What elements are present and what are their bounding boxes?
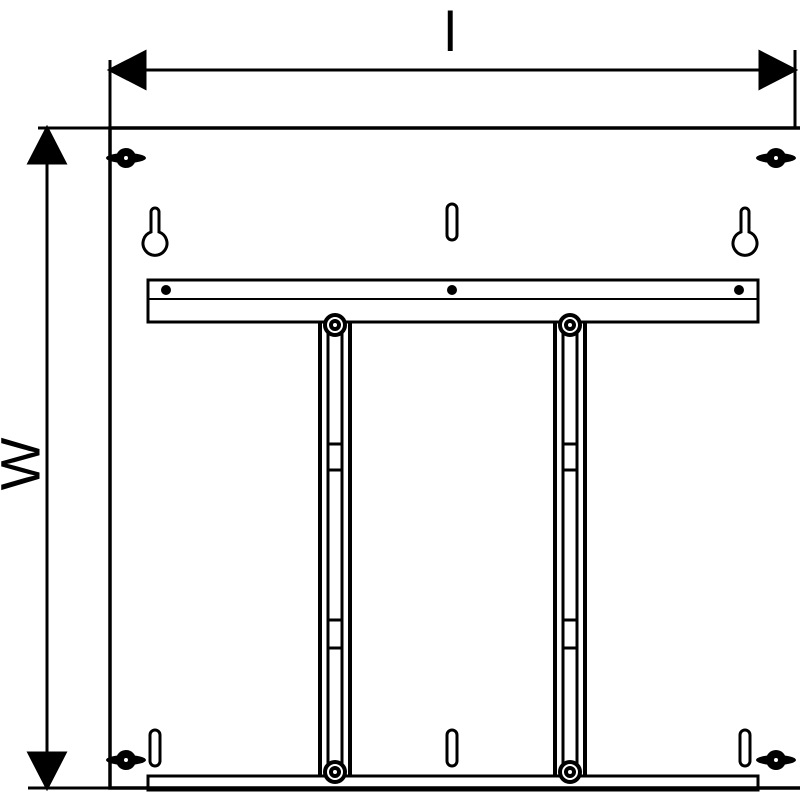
vertical-rail-right (553, 313, 587, 784)
bottom-crossbar (146, 774, 760, 792)
base-plate (108, 126, 800, 790)
width-label: W (0, 438, 51, 491)
width-dimension (26, 124, 110, 792)
length-dimension (106, 49, 799, 128)
vertical-rail-left (318, 313, 352, 784)
top-crossbar (146, 278, 760, 324)
keyhole-slots (141, 202, 759, 768)
wing-nuts (106, 148, 796, 770)
length-label: l (444, 0, 457, 63)
